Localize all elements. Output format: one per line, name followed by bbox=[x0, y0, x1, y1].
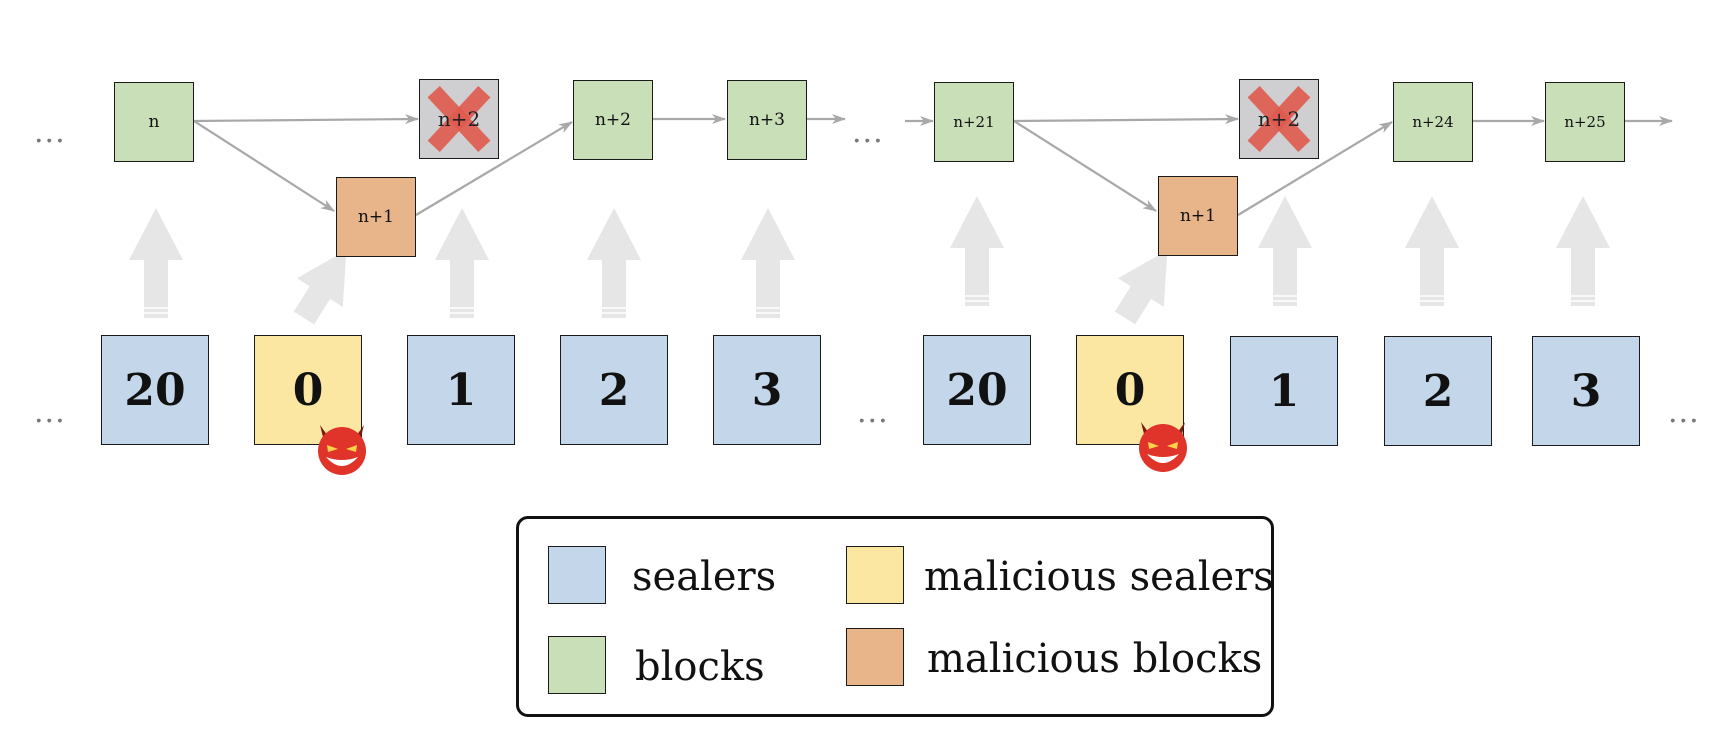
ellipsis: ... bbox=[857, 395, 889, 430]
ellipsis: ... bbox=[34, 395, 66, 430]
chain-arrow bbox=[1013, 114, 1239, 125]
sealer: 3 bbox=[713, 335, 821, 445]
chain-arrow bbox=[415, 121, 573, 216]
block-n+3: n+3 bbox=[727, 80, 807, 160]
legend-swatch-sealers bbox=[548, 546, 606, 604]
sealer: 3 bbox=[1532, 336, 1640, 446]
malicious-block: n+1 bbox=[1158, 176, 1238, 256]
sealer-arrow-icon bbox=[587, 208, 641, 318]
sealer-arrow-icon bbox=[741, 208, 795, 318]
sealer: 2 bbox=[1384, 336, 1492, 446]
sealer-arrow-icon bbox=[435, 208, 489, 318]
cross-icon bbox=[427, 86, 491, 152]
block-n+21: n+21 bbox=[934, 82, 1014, 162]
chain-arrow bbox=[1013, 120, 1157, 212]
sealer-label: 3 bbox=[1570, 365, 1602, 417]
devil-icon bbox=[318, 425, 366, 475]
sealer-label: 20 bbox=[946, 364, 1008, 416]
ellipsis: ... bbox=[1668, 395, 1700, 430]
sealer-label: 0 bbox=[1114, 364, 1146, 416]
sealer-arrow-icon bbox=[1405, 196, 1459, 306]
chain-arrow bbox=[193, 120, 335, 212]
sealer-label: 0 bbox=[292, 364, 324, 416]
block-label: n+1 bbox=[357, 207, 394, 227]
block-label: n+2 bbox=[594, 110, 631, 130]
sealer-label: 1 bbox=[445, 364, 477, 416]
sealer: 20 bbox=[101, 335, 209, 445]
orphan-block: n+2 bbox=[419, 79, 499, 159]
block-n+2: n+2 bbox=[573, 80, 653, 160]
orphan-block-label: n+2 bbox=[1257, 107, 1301, 131]
block-label: n+25 bbox=[1564, 113, 1606, 131]
block-label: n bbox=[148, 112, 160, 132]
sealer: 1 bbox=[1230, 336, 1338, 446]
legend-swatch-malicious-sealers bbox=[846, 546, 904, 604]
sealer: 1 bbox=[407, 335, 515, 445]
sealer: 20 bbox=[923, 335, 1031, 445]
chain-arrow bbox=[1237, 121, 1393, 216]
sealer-arrow-icon bbox=[293, 250, 347, 325]
ellipsis: ... bbox=[34, 115, 66, 150]
ellipsis: ... bbox=[852, 115, 884, 150]
legend-label-malicious-blocks: malicious blocks bbox=[927, 636, 1263, 682]
block-label: n+24 bbox=[1412, 113, 1454, 131]
legend-swatch-blocks bbox=[548, 636, 606, 694]
legend: sealers blocks malicious sealers malicio… bbox=[516, 516, 1274, 717]
sealer-label: 2 bbox=[1422, 365, 1454, 417]
legend-swatch-malicious-blocks bbox=[846, 628, 904, 686]
block-label: n+21 bbox=[953, 113, 995, 131]
block-n: n bbox=[114, 82, 194, 162]
orphan-block-label: n+2 bbox=[437, 107, 481, 131]
block-n+25: n+25 bbox=[1545, 82, 1625, 162]
legend-label-blocks: blocks bbox=[635, 644, 765, 690]
sealer: 2 bbox=[560, 335, 668, 445]
malicious-sealer: 0 bbox=[254, 335, 362, 445]
sealer-label: 1 bbox=[1268, 365, 1300, 417]
sealer-arrow-icon bbox=[1556, 196, 1610, 306]
sealer-arrow-icon bbox=[1258, 196, 1312, 306]
block-label: n+3 bbox=[748, 110, 785, 130]
orphan-block: n+2 bbox=[1239, 79, 1319, 159]
sealer-arrow-icon bbox=[950, 196, 1004, 306]
block-n+24: n+24 bbox=[1393, 82, 1473, 162]
legend-label-malicious-sealers: malicious sealers bbox=[924, 554, 1274, 600]
sealer-arrow-icon bbox=[1114, 250, 1168, 325]
block-label: n+1 bbox=[1179, 206, 1216, 226]
sealer-label: 20 bbox=[124, 364, 186, 416]
malicious-block: n+1 bbox=[336, 177, 416, 257]
legend-label-sealers: sealers bbox=[632, 554, 777, 600]
sealer-label: 2 bbox=[598, 364, 630, 416]
devil-icon bbox=[1139, 422, 1187, 472]
sealer-label: 3 bbox=[751, 364, 783, 416]
chain-arrow bbox=[193, 114, 419, 125]
cross-icon bbox=[1247, 86, 1311, 152]
sealer-arrow-icon bbox=[129, 208, 183, 318]
